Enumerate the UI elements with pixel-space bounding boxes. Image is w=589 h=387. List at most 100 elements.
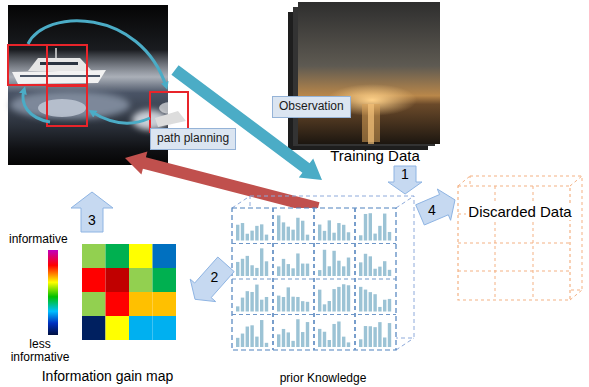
cube-grid-line (273, 208, 274, 350)
histogram-bar (323, 332, 326, 347)
cube-grid-line (314, 208, 315, 350)
histogram-bar (250, 265, 253, 276)
illustration-part (232, 208, 396, 350)
histogram-bar (282, 297, 285, 312)
histogram-bar (265, 261, 268, 276)
illustration-part (92, 112, 150, 123)
node-label: prior Knowledge (278, 372, 369, 386)
illustration-part (570, 176, 582, 186)
cube-grid-line (355, 208, 356, 350)
illustration-part (458, 243, 570, 244)
gain-cell (129, 316, 153, 340)
cube-grid-line (355, 208, 356, 350)
illustration-part (47, 86, 87, 126)
histogram-bar (323, 304, 326, 311)
histogram-bar (342, 337, 345, 347)
gain-cell (153, 244, 177, 268)
illustration-part (458, 271, 570, 272)
illustration-part (55, 48, 57, 58)
gain-cell (106, 316, 130, 340)
histogram-bar (373, 234, 376, 241)
histogram-bar (332, 324, 335, 347)
histogram-bar (342, 225, 345, 241)
node-label: Training Data (328, 147, 422, 164)
histogram-bar (337, 223, 340, 240)
illustration-part (23, 90, 50, 122)
step-number: 4 (426, 203, 438, 217)
illustration-part (8, 5, 168, 165)
illustration-part (125, 151, 320, 213)
gain-cell (106, 292, 130, 316)
discarded-data-box: Discarded Data (455, 172, 585, 302)
node-label-row: Information gain map (20, 367, 195, 385)
step-number: 2 (209, 270, 221, 284)
histogram-bar (364, 326, 367, 347)
cube-grid-line (314, 208, 315, 350)
histogram-bar (306, 322, 309, 347)
histogram-bar (296, 253, 299, 276)
illustration-part (10, 91, 130, 119)
histogram-bar (347, 285, 350, 311)
node-label-row: Training Data (300, 147, 450, 165)
histogram-bar (260, 248, 263, 276)
histogram-bar (306, 302, 309, 312)
histogram-bar (291, 230, 294, 241)
histogram-bar (250, 231, 253, 241)
colorbar-label: less informative (4, 338, 76, 364)
histogram-bar (378, 267, 381, 276)
node-label: Discarded Data (466, 203, 573, 220)
illustration-part (396, 338, 414, 350)
histogram-bar (296, 319, 299, 347)
colorbar-label: informative (9, 233, 68, 247)
histogram-bar (347, 258, 350, 276)
illustration-part (171, 65, 322, 180)
histogram-bar (306, 235, 309, 241)
histogram-bar (255, 337, 258, 347)
histogram-bar (383, 300, 386, 312)
histogram-bar (373, 269, 376, 276)
histogram-bar (388, 232, 391, 241)
histogram-bar (373, 327, 376, 347)
training-data-image: Training Data (300, 0, 450, 166)
histogram-bar (236, 262, 239, 276)
gain-cell (82, 244, 106, 268)
histogram-bar (255, 285, 258, 312)
histogram-bar (364, 290, 367, 312)
histogram-bar (369, 256, 372, 276)
histogram-bar (277, 334, 280, 347)
illustration-part (8, 45, 47, 85)
gain-cell (106, 268, 130, 292)
block-arrow (190, 257, 234, 302)
illustration-part (10, 91, 168, 130)
histogram-bar (291, 341, 294, 347)
node-label-row: prior Knowledge (226, 368, 420, 386)
illustration-part (232, 208, 396, 350)
gain-cell (129, 292, 153, 316)
histogram-bar (287, 227, 290, 241)
illustration-part (155, 111, 186, 127)
histogram-bar (241, 298, 244, 312)
histogram-bar (359, 262, 362, 276)
histogram-bar (277, 215, 280, 240)
histogram-bar (306, 264, 309, 276)
histogram-bar (301, 264, 304, 276)
prior-knowledge-cube: prior Knowledge (226, 194, 420, 384)
illustration-part (150, 92, 188, 132)
histogram-bar (255, 226, 258, 241)
gain-cell (153, 292, 177, 316)
histogram-bar (347, 232, 350, 240)
histogram-bar (260, 300, 263, 312)
histogram-bar (241, 334, 244, 347)
histogram-bar (301, 301, 304, 311)
node-label-row: Discarded Data (455, 203, 585, 221)
histogram-bar (323, 250, 326, 276)
histogram-bar (369, 326, 372, 347)
histogram-bar (378, 307, 381, 312)
histogram-bar (318, 329, 321, 347)
histogram-bar (388, 270, 391, 276)
histogram-bar (265, 343, 268, 347)
histogram-bar (332, 251, 335, 276)
illustration-part (12, 70, 106, 84)
illustration-part (48, 250, 58, 335)
histogram-bar (301, 221, 304, 241)
